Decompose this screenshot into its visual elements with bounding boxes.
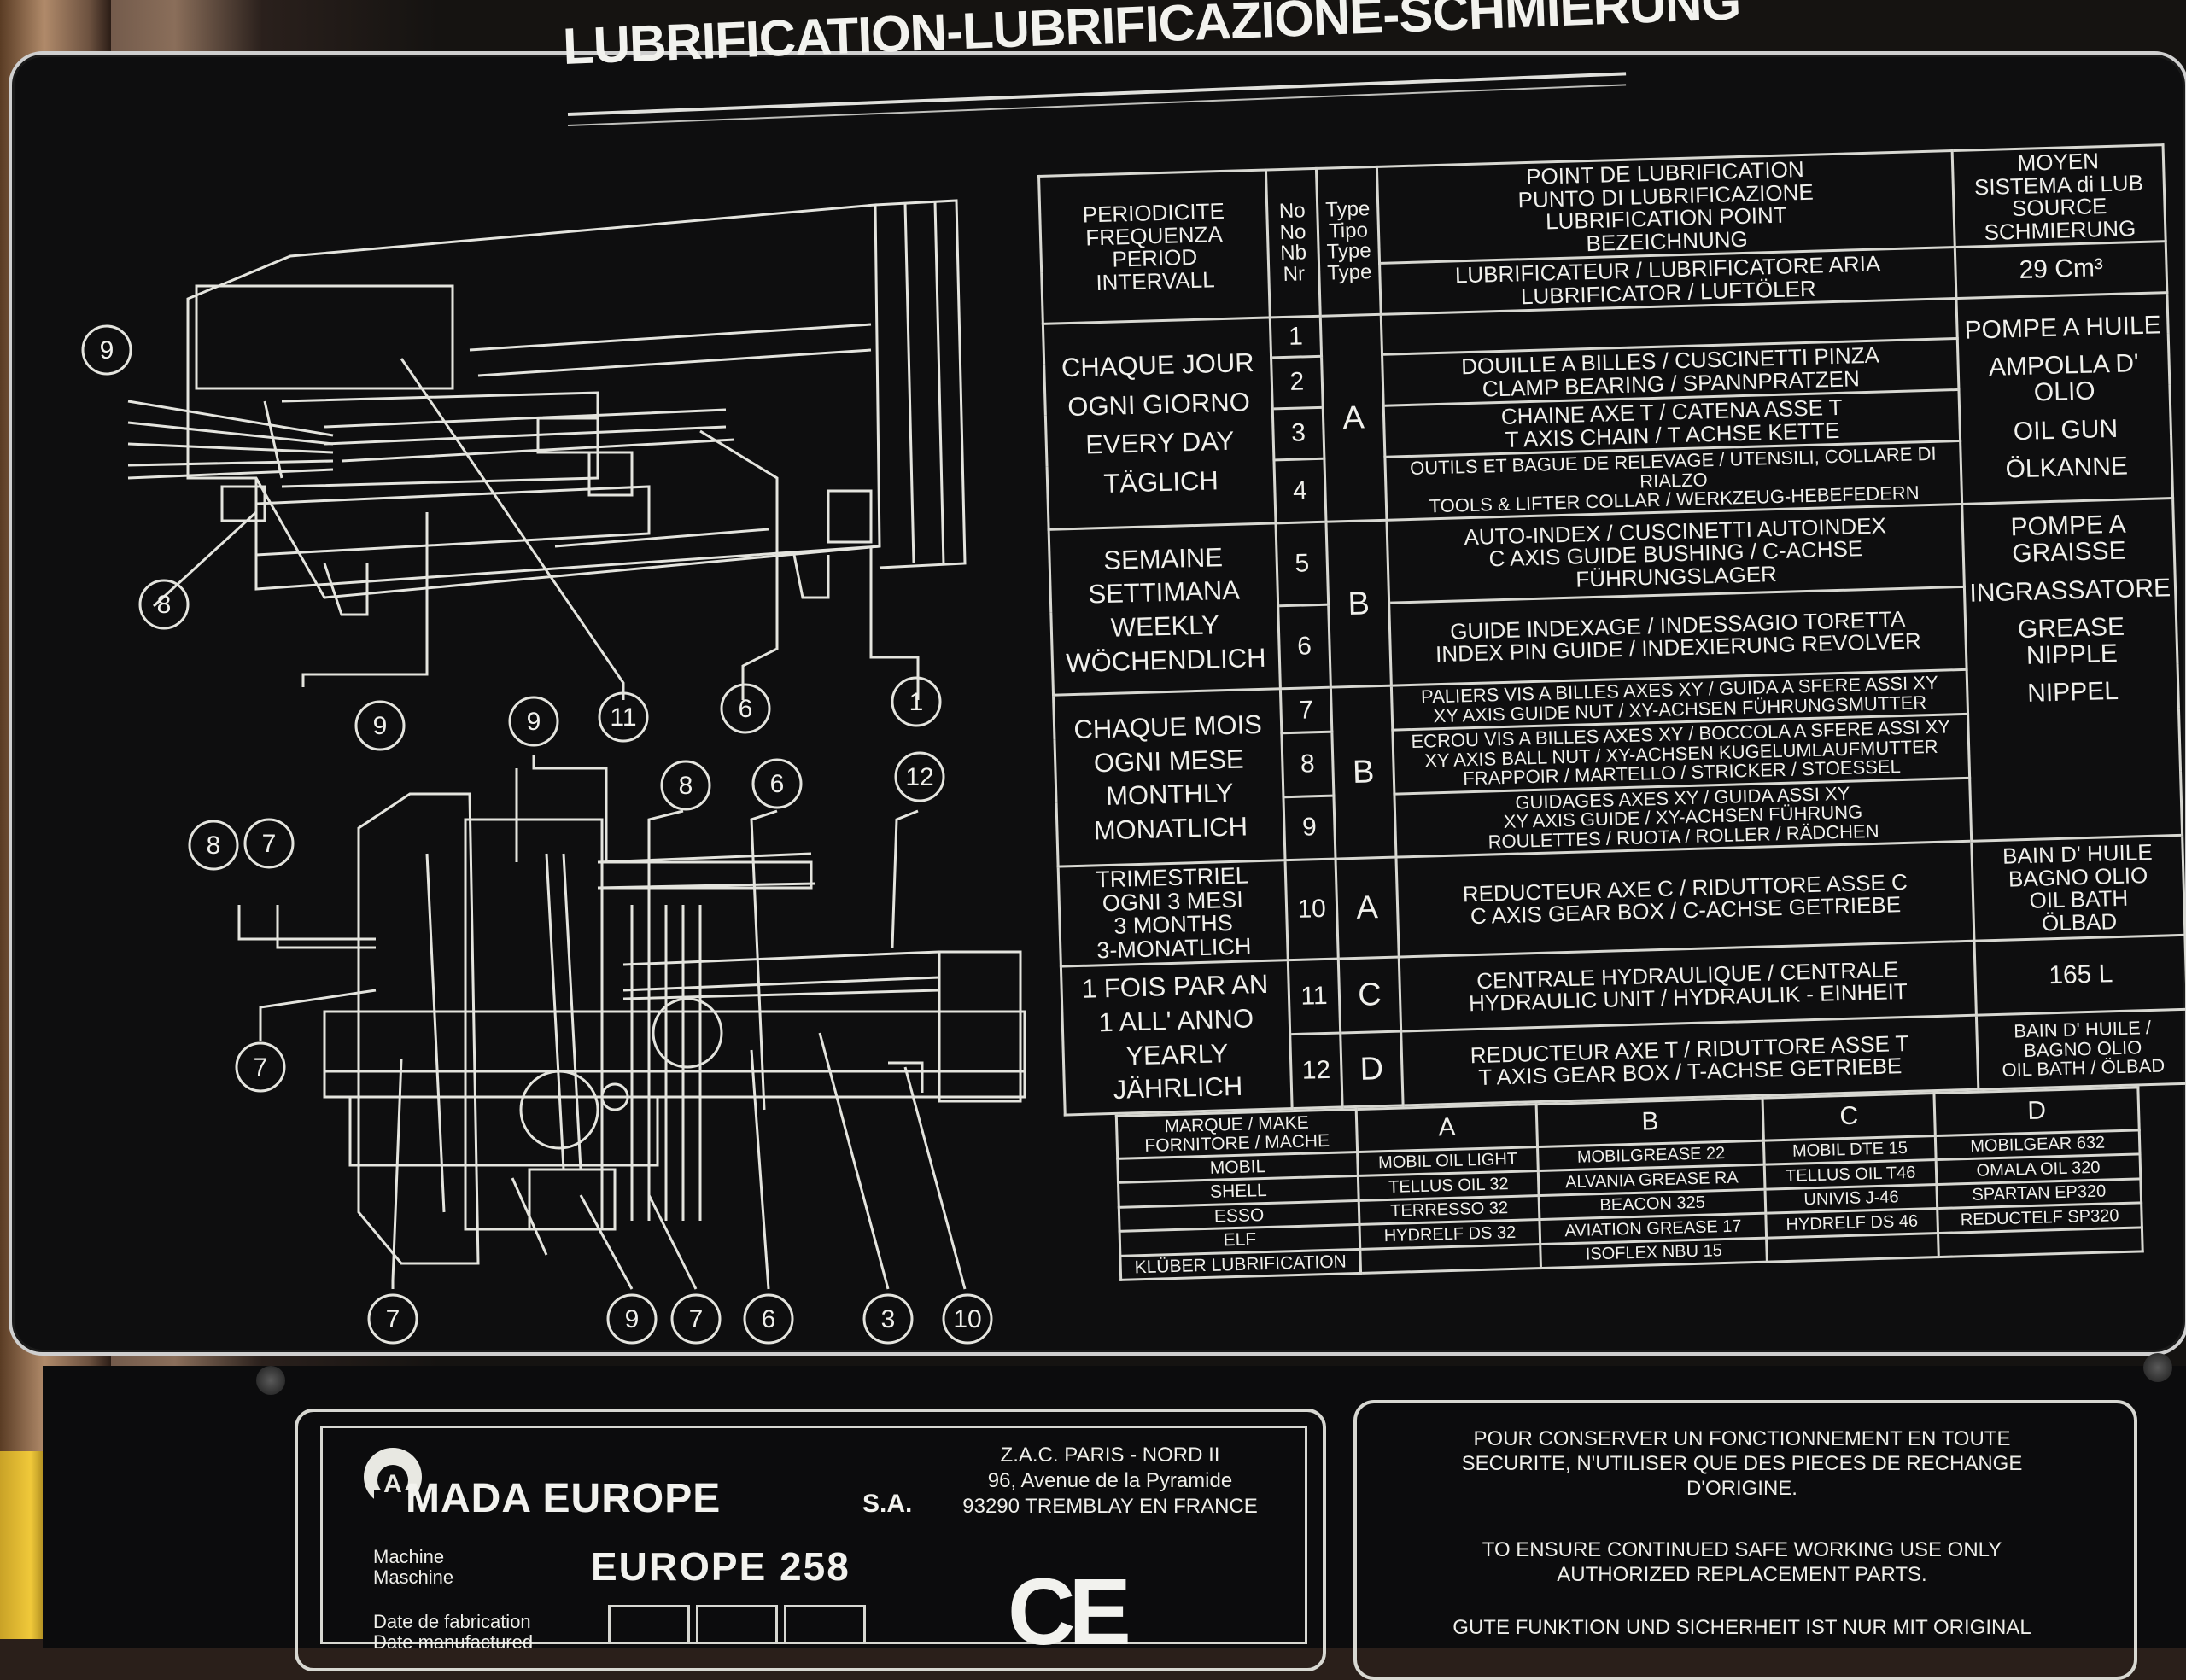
warning-german: GUTE FUNKTION UND SICHERHEIT IST NUR MIT… (1452, 1616, 2031, 1639)
brand-col-a: A (1356, 1104, 1538, 1152)
company-suffix: S.A. (862, 1490, 913, 1518)
row-number: 8 (1281, 732, 1334, 797)
row-number: 10 (1285, 859, 1339, 960)
svg-text:1: 1 (909, 688, 924, 716)
screw-icon (256, 1366, 285, 1395)
brand-col-b: B (1536, 1098, 1764, 1147)
type-cell: C (1338, 957, 1401, 1034)
svg-text:8: 8 (679, 772, 693, 800)
svg-text:9: 9 (100, 336, 114, 365)
svg-text:3: 3 (881, 1305, 896, 1333)
svg-text:8: 8 (157, 591, 172, 619)
row-number: 4 (1273, 458, 1326, 524)
svg-text:7: 7 (262, 830, 277, 858)
svg-text:9: 9 (373, 712, 388, 740)
screw-icon (2143, 1353, 2172, 1382)
ce-mark: CE (1008, 1560, 1131, 1665)
warning-english: TO ENSURE CONTINUED SAFE WORKING USE ONL… (1482, 1538, 2002, 1586)
row-number: 6 (1277, 604, 1331, 690)
row-number: 11 (1288, 959, 1341, 1035)
type-cell: A (1336, 857, 1400, 960)
type-cell: D (1340, 1031, 1404, 1108)
type-cell: B (1325, 520, 1392, 688)
date-digit-box (696, 1605, 778, 1644)
date-digit-box (608, 1605, 690, 1644)
svg-text:A: A (383, 1470, 402, 1498)
row-number: 12 (1289, 1033, 1343, 1109)
svg-text:6: 6 (762, 1305, 776, 1333)
callout-circles-top: 9 8 9 11 6 1 (81, 324, 942, 751)
svg-text:6: 6 (770, 770, 785, 798)
warning-french: POUR CONSERVER UN FONCTIONNEMENT EN TOUT… (1461, 1427, 2023, 1500)
callout-circles-bottom: 9 8 6 12 8 7 7 7 9 7 6 3 10 (188, 696, 993, 1345)
company-name: MADA EUROPE (406, 1476, 722, 1521)
svg-text:12: 12 (905, 763, 933, 791)
machine-diagram: 9 8 9 11 6 1 9 8 6 12 8 7 7 7 9 7 6 3 (81, 199, 1026, 1345)
brand-col-c: C (1762, 1093, 1936, 1141)
svg-text:10: 10 (953, 1305, 981, 1333)
row-number: 5 (1276, 522, 1329, 607)
source-hydraulic: 165 L (1974, 935, 2186, 1016)
svg-text:8: 8 (207, 831, 221, 860)
row-number: 9 (1283, 795, 1336, 860)
svg-text:11: 11 (610, 703, 636, 732)
row-number: 3 (1272, 407, 1324, 461)
svg-text:6: 6 (739, 695, 753, 723)
amada-logo-icon: A (364, 1448, 422, 1508)
svg-text:9: 9 (527, 708, 541, 736)
svg-text:7: 7 (689, 1305, 704, 1333)
row-number: 2 (1271, 356, 1324, 410)
row-number: 7 (1280, 687, 1332, 734)
brand-col-d: D (1934, 1088, 2140, 1136)
date-digit-box (784, 1605, 866, 1644)
lubricator-source: 29 Cm³ (1955, 241, 2167, 299)
type-cell: A (1320, 314, 1387, 522)
svg-text:7: 7 (386, 1305, 400, 1333)
type-cell: B (1330, 685, 1396, 860)
svg-text:7: 7 (254, 1053, 268, 1082)
svg-text:9: 9 (625, 1305, 640, 1333)
row-number: 1 (1270, 316, 1322, 359)
machine-model: EUROPE 258 (591, 1544, 850, 1589)
